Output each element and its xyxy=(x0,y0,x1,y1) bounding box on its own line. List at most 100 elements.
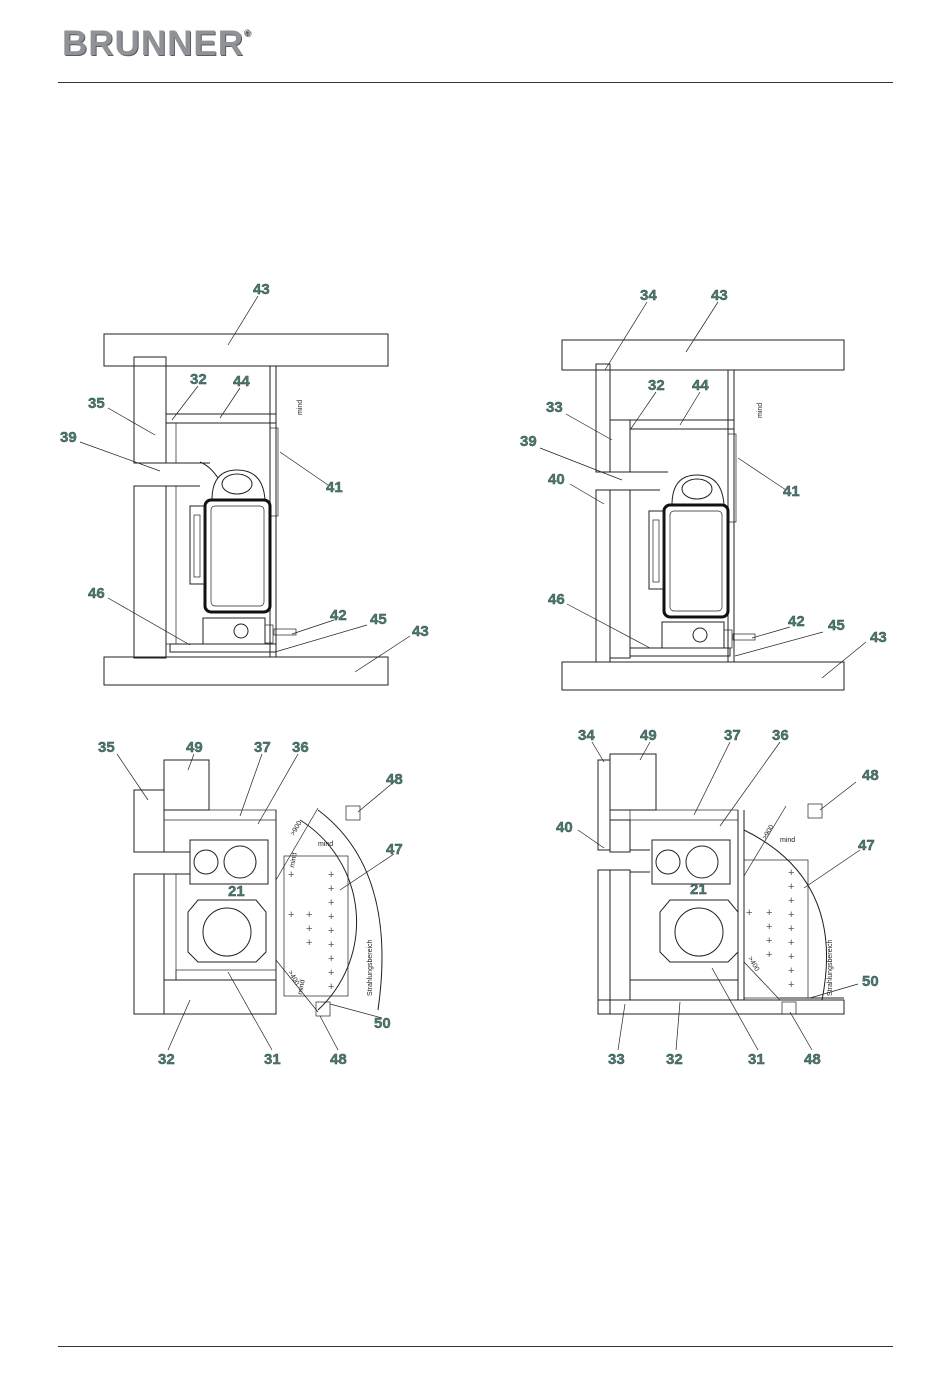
stove-body-plan xyxy=(188,900,266,962)
svg-text:+: + xyxy=(788,909,794,921)
callout-46: 46 xyxy=(548,591,565,608)
callout-21: 21 xyxy=(690,881,707,898)
brick-wall-lower xyxy=(134,486,166,658)
svg-text:+: + xyxy=(788,895,794,907)
svg-text:+: + xyxy=(328,883,334,895)
callout-36: 36 xyxy=(772,727,789,744)
label-mind: mind xyxy=(780,837,795,844)
label-mind-2: mind xyxy=(289,852,299,868)
callout-36: 36 xyxy=(292,739,309,756)
callout-35: 35 xyxy=(88,395,105,412)
label-mind: mind xyxy=(318,841,333,848)
callout-37: 37 xyxy=(254,739,271,756)
stove-body-plan xyxy=(660,900,738,962)
floor-protection-plate xyxy=(744,860,808,998)
callout-31: 31 xyxy=(264,1051,281,1068)
brick-wall-lower xyxy=(596,490,610,662)
svg-text:+: + xyxy=(328,925,334,937)
callout-48: 48 xyxy=(386,771,403,788)
label-radiation-zone: Strahlungsbereich xyxy=(367,939,374,996)
callout-43: 43 xyxy=(253,281,270,298)
svg-text:+: + xyxy=(306,909,312,921)
svg-text:+: + xyxy=(288,869,294,881)
dim-900: >900 xyxy=(290,820,304,837)
label-mind: mind xyxy=(757,403,764,418)
callout-43b: 43 xyxy=(870,629,887,646)
callout-42: 42 xyxy=(788,613,805,630)
callout-48: 48 xyxy=(862,767,879,784)
label-mind-3: mind xyxy=(297,979,307,995)
callout-40: 40 xyxy=(556,819,573,836)
callout-32: 32 xyxy=(648,377,665,394)
svg-text:+: + xyxy=(746,907,752,919)
callout-50: 50 xyxy=(374,1015,391,1032)
callout-46: 46 xyxy=(88,585,105,602)
callout-49: 49 xyxy=(640,727,657,744)
right-section-drawing: mind xyxy=(540,302,866,690)
callout-37: 37 xyxy=(724,727,741,744)
insulation-rear xyxy=(166,486,176,644)
brick-wall-upper xyxy=(134,357,166,463)
callout-32: 32 xyxy=(158,1051,175,1068)
callout-45: 45 xyxy=(370,611,387,628)
callout-33: 33 xyxy=(608,1051,625,1068)
callout-21: 21 xyxy=(228,883,245,900)
callout-44: 44 xyxy=(692,377,709,394)
callout-43: 43 xyxy=(711,287,728,304)
svg-text:+: + xyxy=(766,921,772,933)
callout-39: 39 xyxy=(60,429,77,446)
callout-47: 47 xyxy=(858,837,875,854)
callout-31: 31 xyxy=(748,1051,765,1068)
dim-400: >400 xyxy=(746,956,760,973)
svg-text:+: + xyxy=(788,937,794,949)
stove-body xyxy=(649,475,755,648)
svg-text:+: + xyxy=(328,967,334,979)
label-radiation-zone: Strahlungsbereich xyxy=(827,939,834,996)
callout-41: 41 xyxy=(326,479,343,496)
floor-slab xyxy=(104,657,388,685)
insulation-upper xyxy=(166,423,176,463)
grille-symbol-2 xyxy=(782,1002,796,1014)
insulation-top xyxy=(166,414,276,423)
callout-32: 32 xyxy=(666,1051,683,1068)
callout-33: 33 xyxy=(546,399,563,416)
callout-41: 41 xyxy=(783,483,800,500)
svg-text:+: + xyxy=(788,881,794,893)
chimney xyxy=(164,760,209,810)
ceiling-slab xyxy=(104,334,388,366)
convection-grille xyxy=(270,428,278,516)
svg-text:+: + xyxy=(788,951,794,963)
right-plan-drawing: >900 mind >400 Strahlungsbereich + + + + + +… xyxy=(578,742,860,1050)
floor-slab xyxy=(562,662,844,690)
dim-900: >900 xyxy=(762,824,776,841)
svg-text:+: + xyxy=(766,935,772,947)
callout-numbers: 43 32 44 35 39 41 46 42 45 43 34 43 32 4… xyxy=(60,281,887,1068)
callout-47: 47 xyxy=(386,841,403,858)
grille-symbol xyxy=(346,806,360,820)
callout-40: 40 xyxy=(548,471,565,488)
insulation-rear xyxy=(610,490,630,658)
callout-43b: 43 xyxy=(412,623,429,640)
insulation-upper xyxy=(610,420,630,472)
callout-50: 50 xyxy=(862,973,879,990)
label-mind: mind xyxy=(297,400,304,415)
svg-text:+: + xyxy=(328,869,334,881)
callout-48b: 48 xyxy=(804,1051,821,1068)
grille-symbol xyxy=(808,804,822,818)
insulation-floor xyxy=(170,644,276,652)
insulation-floor xyxy=(630,648,730,656)
callout-49: 49 xyxy=(186,739,203,756)
svg-text:+: + xyxy=(328,911,334,923)
callout-34: 34 xyxy=(640,287,657,304)
left-section-drawing: mind xyxy=(80,296,410,685)
callout-34: 34 xyxy=(578,727,595,744)
callout-39: 39 xyxy=(520,433,537,450)
grille-symbol-2 xyxy=(316,1002,330,1016)
callout-42: 42 xyxy=(330,607,347,624)
brick-wall-upper xyxy=(596,364,610,472)
svg-text:+: + xyxy=(306,923,312,935)
svg-text:+: + xyxy=(788,923,794,935)
svg-text:+: + xyxy=(788,979,794,991)
svg-text:+: + xyxy=(328,981,334,993)
callout-32: 32 xyxy=(190,371,207,388)
